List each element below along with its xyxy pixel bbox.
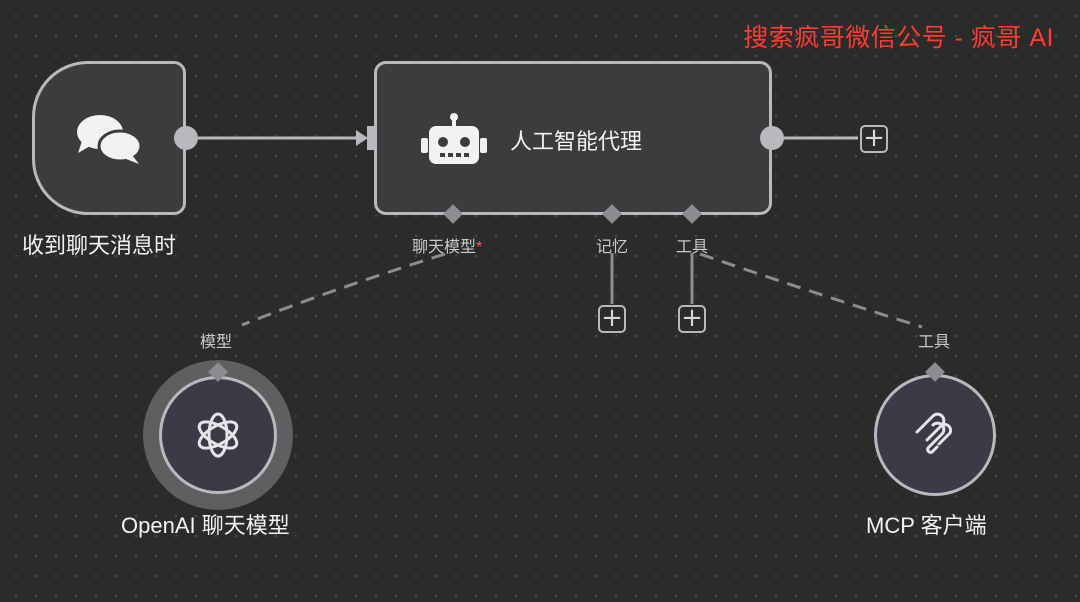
- add-tool-button[interactable]: +: [678, 305, 706, 333]
- trigger-node-label: 收到聊天消息时: [22, 233, 177, 258]
- mcp-port-label: 工具: [918, 334, 951, 351]
- add-memory-button[interactable]: +: [598, 305, 626, 333]
- openai-model-port-label: 模型: [200, 334, 233, 351]
- edge-arrowhead: [356, 130, 368, 146]
- memory-port-label: 记忆: [596, 239, 629, 256]
- agent-output-handle[interactable]: [760, 126, 784, 150]
- agent-input-port[interactable]: [367, 126, 377, 150]
- tools-port-label: 工具: [676, 239, 709, 256]
- robot-icon: [421, 113, 487, 164]
- required-marker: *: [476, 239, 483, 256]
- chat-model-port-label: 聊天模型*: [412, 239, 483, 256]
- openai-node-label: OpenAI 聊天模型: [121, 513, 290, 538]
- agent-title: 人工智能代理: [510, 129, 643, 154]
- mcp-logo-icon: [915, 412, 953, 454]
- add-after-agent-button[interactable]: +: [860, 125, 888, 153]
- edge-tools-to-mcp: [699, 252, 923, 329]
- openai-logo-icon: [197, 412, 239, 458]
- edge-model-to-agent: [241, 252, 446, 327]
- watermark-text: 搜索疯哥微信公号 - 疯哥 AI: [743, 24, 1054, 52]
- mcp-node-label: MCP 客户端: [866, 513, 987, 538]
- chat-bubbles-icon: [77, 115, 142, 164]
- mcp-client-node[interactable]: [874, 374, 996, 496]
- trigger-output-handle[interactable]: [174, 126, 198, 150]
